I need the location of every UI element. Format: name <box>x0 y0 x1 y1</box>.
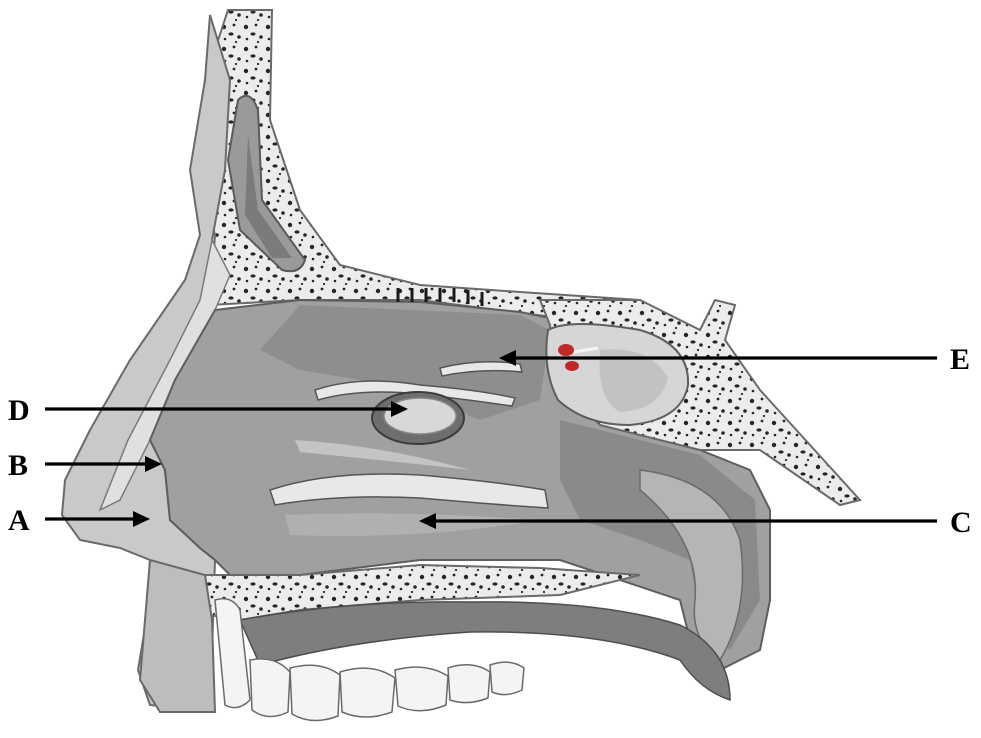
label-d: D <box>8 394 30 427</box>
label-e: E <box>950 343 970 376</box>
upper-teeth <box>250 659 524 721</box>
frontal-bone <box>195 10 640 318</box>
label-c: C <box>950 506 972 539</box>
olfactory-mark-1 <box>558 344 574 356</box>
anatomy-illustration <box>62 10 860 721</box>
olfactory-mark-2 <box>565 361 579 371</box>
label-a: A <box>8 504 30 537</box>
upper-lip <box>140 560 215 712</box>
label-b: B <box>8 449 28 482</box>
